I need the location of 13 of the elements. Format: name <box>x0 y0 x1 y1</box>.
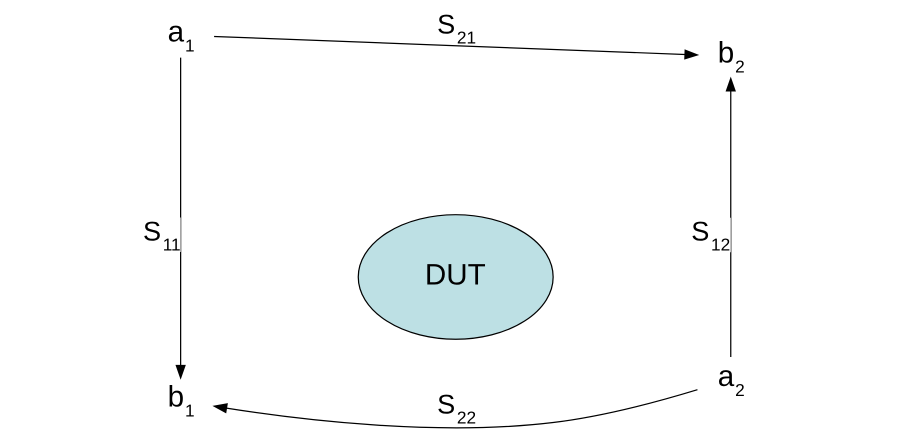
arrow <box>726 76 736 357</box>
edge-label: S$_{12}$ <box>691 216 730 255</box>
node-ellipse: DUT <box>358 214 554 340</box>
node-text: a$_{1}$ <box>168 16 195 56</box>
node-text: b$_{2}$ <box>718 36 745 77</box>
node-text: b$_{1}$ <box>168 380 195 421</box>
arrow <box>212 389 698 428</box>
node-text: a$_{2}$ <box>718 360 745 400</box>
edge-label: S$_{11}$ <box>143 215 181 254</box>
edge-label: S$_{21}$ <box>437 8 476 48</box>
arrow <box>175 58 186 380</box>
arrow <box>214 36 700 60</box>
edge-label: S$_{22}$ <box>437 388 476 428</box>
